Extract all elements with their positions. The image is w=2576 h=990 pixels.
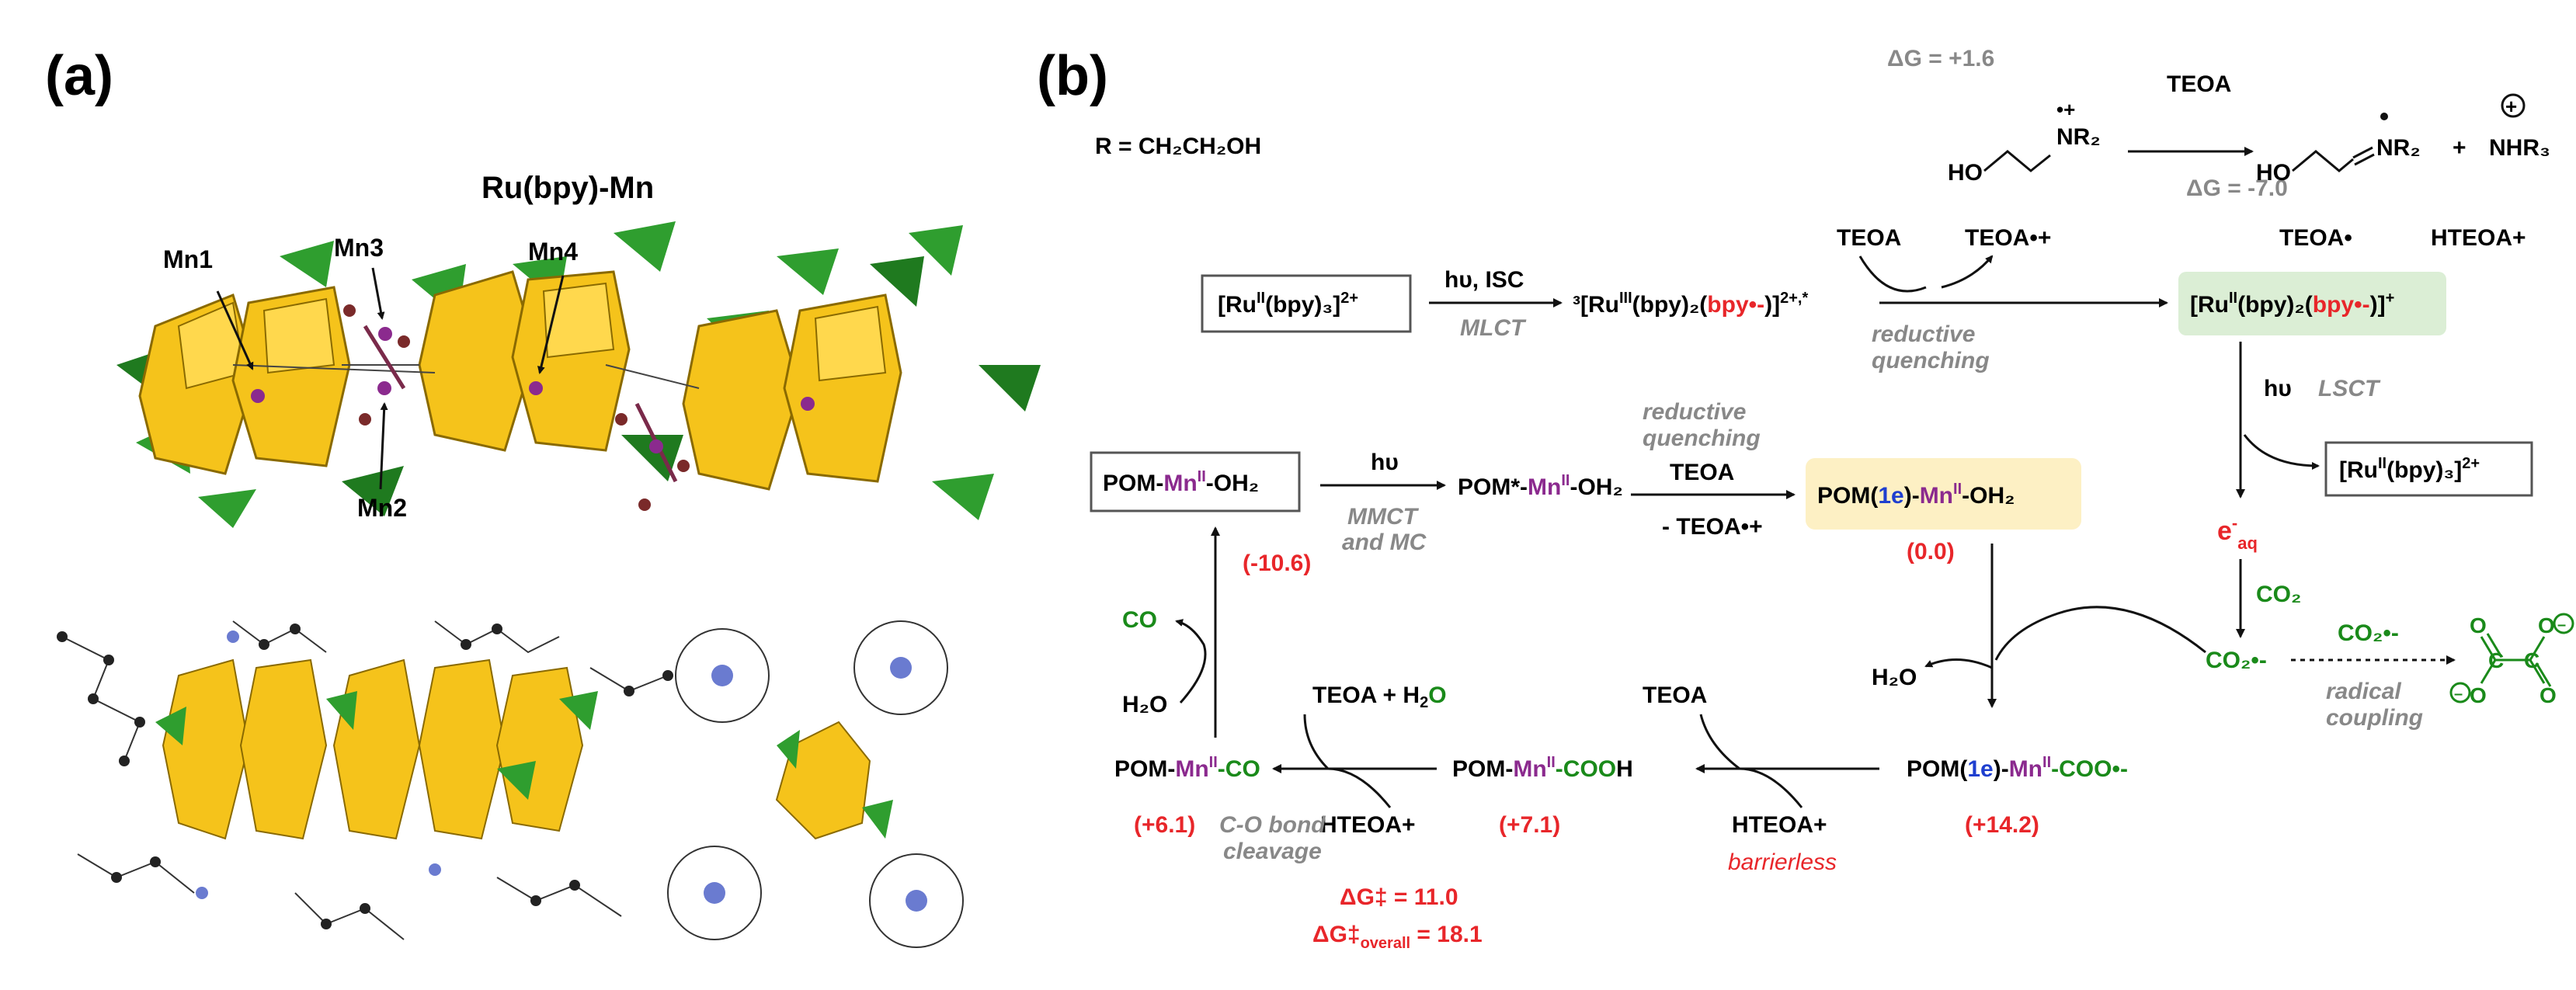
- co2-radical-anion: CO₂•-: [2206, 648, 2267, 673]
- energy-14-2: (+14.2): [1965, 812, 2039, 838]
- cleavage: cleavage: [1223, 839, 1322, 864]
- pom-mn-oh2: POM-MnII-OH₂: [1103, 468, 1259, 496]
- radical-label: radical: [2326, 679, 2401, 704]
- nr2-left: NR₂: [2056, 124, 2101, 150]
- svg-text:C: C: [2524, 648, 2539, 672]
- charge-plus: +: [2505, 95, 2517, 118]
- h2o-release: H₂O: [1872, 665, 1917, 690]
- coupling-label: coupling: [2326, 705, 2423, 731]
- teoa-product-3: TEOA: [1643, 683, 1707, 708]
- svg-text:C: C: [2488, 648, 2504, 672]
- panel-b-label: (b): [1037, 45, 1108, 107]
- svg-text:–: –: [2454, 686, 2463, 703]
- excited-state: ³[RuIII(bpy)₂(bpy•-)]2+,*: [1573, 290, 1808, 318]
- mn4-label: Mn4: [528, 238, 578, 266]
- barrierless: barrierless: [1728, 849, 1837, 875]
- teoa-quencher-2: TEOA: [1670, 460, 1734, 485]
- delta-g-ts-overall: ΔG‡overall = 18.1: [1312, 922, 1483, 952]
- reduced-ru-box: [2178, 272, 2446, 335]
- co2-reactant: CO₂: [2256, 582, 2301, 607]
- pom-mn-cooh: POM-MnII-COOH: [1452, 754, 1633, 782]
- co2-radical-anion-2: CO₂•-: [2338, 620, 2399, 646]
- radical-cation-mark: •+: [2056, 98, 2075, 121]
- co-bond: C-O bond: [1219, 812, 1326, 838]
- quenching-1: quenching: [1872, 348, 1990, 373]
- h2o-input: H₂O: [1122, 692, 1167, 717]
- hteoa-3: HTEOA+: [1732, 812, 1827, 838]
- lsct: LSCT: [2318, 376, 2381, 401]
- ru-bpy3-regenerated: [RuII(bpy)₃]2+: [2339, 455, 2480, 483]
- quenching-2: quenching: [1643, 426, 1761, 451]
- mmct: MMCT: [1347, 504, 1420, 530]
- svg-text:–: –: [2557, 617, 2566, 634]
- nhr3: NHR₃: [2489, 135, 2550, 161]
- co-product: CO: [1122, 607, 1157, 633]
- svg-text:O: O: [2470, 683, 2487, 707]
- oxalate-labels: O C C O O O – –: [2454, 613, 2566, 707]
- mn1-label: Mn1: [163, 245, 213, 273]
- ho-right: HO: [2256, 160, 2291, 186]
- mn3-label: Mn3: [334, 234, 384, 262]
- pom-mn-oh2-box: [1090, 451, 1301, 512]
- mn2-label: Mn2: [357, 494, 407, 522]
- teoa-top-reagent: TEOA: [2167, 71, 2231, 97]
- energy-7-1: (+7.1): [1499, 812, 1560, 838]
- reductive-1: reductive: [1872, 321, 1975, 347]
- polyoxometalate-chain: [116, 221, 1041, 528]
- energy-6-1: (+6.1): [1134, 812, 1195, 838]
- ho-left: HO: [1948, 160, 1983, 186]
- ru-bpy3-regenerated-box: [2324, 441, 2533, 497]
- teoa-quencher: TEOA: [1837, 225, 1901, 251]
- plus-sign: +: [2453, 135, 2466, 161]
- oxalate-structure: [2449, 613, 2574, 703]
- crystal-packing-end-view: [667, 620, 964, 948]
- panel-a-label: (a): [45, 45, 113, 107]
- teoa-radical: TEOA•: [2279, 225, 2352, 251]
- hteoa-2: HTEOA+: [1320, 812, 1416, 838]
- r-definition: R = CH₂CH₂OH: [1095, 134, 1261, 159]
- crystal-packing-side-view: [57, 620, 673, 940]
- pom-1e-box: [1806, 458, 2081, 530]
- delta-g-ts: ΔG‡ = 11.0: [1340, 884, 1458, 910]
- hv-isc: hυ, ISC: [1444, 267, 1524, 293]
- svg-text:O: O: [2539, 683, 2557, 707]
- mlct: MLCT: [1460, 315, 1527, 341]
- svg-text:O: O: [2470, 613, 2487, 637]
- hv-lsct-hv: hυ: [2264, 376, 2292, 401]
- reductive-2: reductive: [1643, 399, 1746, 425]
- reduced-ru: [RuII(bpy)₂(bpy•-)]+: [2190, 290, 2394, 318]
- hteoa-top: HTEOA+: [2431, 225, 2526, 251]
- delta-g-plus: ΔG = +1.6: [1887, 46, 1994, 71]
- and-mc: and MC: [1342, 530, 1427, 555]
- radical-dot: [2380, 113, 2388, 120]
- teoa-radical-cation: TEOA•+: [1965, 225, 2051, 251]
- energy-0: (0.0): [1907, 539, 1955, 564]
- pom-star-mn-oh2: POM*-MnII-OH₂: [1458, 472, 1623, 500]
- ru-bpy3-box: [1201, 274, 1412, 333]
- ru-bpy3: [RuII(bpy)₃]2+: [1218, 290, 1358, 318]
- teoa-h2o: TEOA + H2O: [1312, 683, 1447, 711]
- svg-text:O: O: [2538, 613, 2555, 637]
- charge-circle: [2501, 93, 2526, 118]
- nr2-right: NR₂: [2376, 135, 2421, 161]
- minus-teoa-radical-cation: - TEOA•+: [1662, 514, 1763, 540]
- pom-1e-mn-oh2: POM(1e)-MnII-OH₂: [1817, 481, 2015, 509]
- delta-g-minus: ΔG = -7.0: [2186, 175, 2288, 201]
- hv-mmct: hυ: [1371, 450, 1399, 475]
- ru-bpy-mn-title: Ru(bpy)-Mn: [481, 171, 654, 205]
- energy-minus-10-6: (-10.6): [1243, 551, 1311, 576]
- pom-1e-mn-coo: POM(1e)-MnII-COO•-: [1907, 754, 2128, 782]
- pom-mn-co: POM-MnII-CO: [1114, 754, 1260, 782]
- solvated-electron: e-aq: [2217, 513, 2258, 553]
